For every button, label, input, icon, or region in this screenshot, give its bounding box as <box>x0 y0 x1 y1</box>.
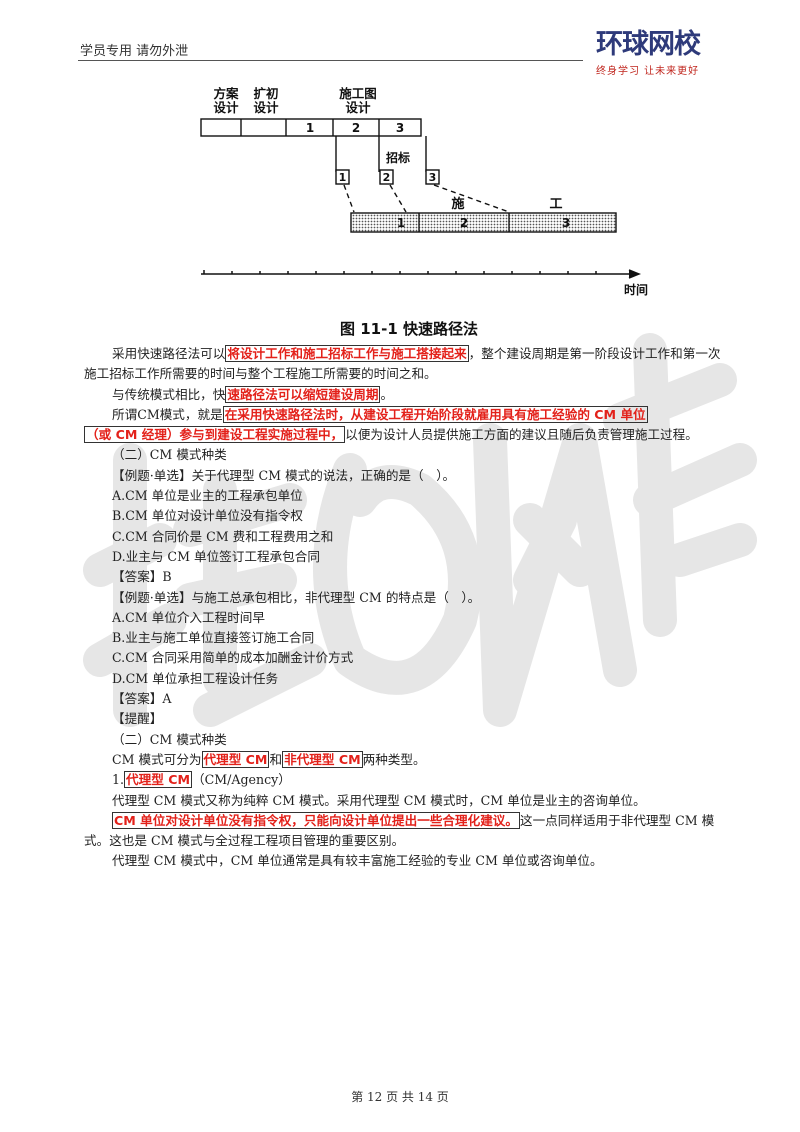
paragraph-cm-definition: 所谓CM模式，就是在采用快速路径法时，从建设工程开始阶段就雇用具有施工经验的 C… <box>84 405 698 444</box>
tender-label: 招标 <box>386 150 410 165</box>
tender-line-3 <box>433 184 510 213</box>
section-heading-cm-types: （二）CM 模式种类 <box>112 447 227 463</box>
fast-track-diagram: 方案设计 扩初设计 施工图设计 1 2 3 招标 1 2 3 施 工 <box>200 86 648 297</box>
question-2-option-c: C.CM 合同采用简单的成本加酬金计价方式 <box>112 650 354 666</box>
tender-box-3 <box>425 169 440 185</box>
highlight-cm-definition-1: 在采用快速路径法时，从建设工程开始阶段就雇用具有施工经验的 CM 单位 <box>222 405 648 423</box>
construction-seg-2: 2 <box>460 216 468 230</box>
highlight-agency-cm: 代理型 CM <box>201 750 270 768</box>
construction-char-2: 工 <box>549 197 562 212</box>
header-rule <box>78 60 583 61</box>
tender-box-2-label: 2 <box>383 171 391 184</box>
tender-box-1 <box>335 169 350 185</box>
highlight-cm-definition-2: （或 CM 经理）参与到建设工程实施过程中， <box>84 426 346 444</box>
tender-box-1-label: 1 <box>339 171 347 184</box>
paragraph-no-command-right: CM 单位对设计单位没有指令权，只能向设计单位提出一些合理化建议。这一点同样适用… <box>84 811 715 849</box>
label-construction-drawing-design: 施工图设计 <box>339 86 377 115</box>
label-preliminary-design: 扩初设计 <box>253 86 279 115</box>
design-seg-2: 2 <box>352 121 360 135</box>
page-number: 第 12 页 共 14 页 <box>351 1090 449 1104</box>
paragraph-comparison: 与传统模式相比，快速路径法可以缩短建设周期。 <box>112 385 394 403</box>
highlight-no-command-right: CM 单位对设计单位没有指令权，只能向设计单位提出一些合理化建议。 <box>112 811 520 829</box>
question-1-option-a: A.CM 单位是业主的工程承包单位 <box>112 488 303 504</box>
question-2-stem: 【例题·单选】与施工总承包相比，非代理型 CM 的特点是（ ）。 <box>112 589 481 605</box>
design-bar <box>200 118 422 137</box>
header-confidential-note: 学员专用 请勿外泄 <box>80 44 189 59</box>
construction-char-1: 施 <box>451 196 464 212</box>
question-2-option-a: A.CM 单位介入工程时间早 <box>112 609 265 625</box>
question-2-option-d: D.CM 单位承担工程设计任务 <box>112 670 279 686</box>
design-seg-1: 1 <box>306 121 314 135</box>
question-2-answer: 【答案】A <box>112 691 172 707</box>
question-1-option-c: C.CM 合同价是 CM 费和工程费用之和 <box>112 528 334 544</box>
design-seg-3: 3 <box>396 121 404 135</box>
question-1-option-d: D.业主与 CM 单位签订工程承包合同 <box>112 548 320 564</box>
subheading-agency-cm: 1.代理型 CM（CM/Agency） <box>112 771 291 789</box>
tender-box-2 <box>379 169 394 185</box>
highlight-non-agency-cm: 非代理型 CM <box>282 750 363 768</box>
time-axis-label: 时间 <box>624 282 648 297</box>
paragraph-fast-track: 采用快速路径法可以将设计工作和施工招标工作与施工搭接起来，整个建设周期是第一阶段… <box>84 345 721 382</box>
page-content: 采用快速路径法可以将设计工作和施工招标工作与施工搭接起来，整个建设周期是第一阶段… <box>84 344 724 872</box>
tender-line-2 <box>389 184 407 213</box>
label-scheme-line1: 方案 <box>213 86 239 101</box>
tender-line-1 <box>343 184 355 213</box>
reminder-label: 【提醒】 <box>112 711 163 727</box>
tender-box-3-label: 3 <box>429 171 437 184</box>
question-2-option-b: B.业主与施工单位直接签订施工合同 <box>112 630 315 646</box>
logo-wordmark: 环球网校 <box>596 29 701 60</box>
label-scheme-design: 方案设计 <box>213 86 239 115</box>
construction-seg-1: 1 <box>397 216 405 230</box>
paragraph-cm-unit-experience: 代理型 CM 模式中，CM 单位通常是具有较丰富施工经验的专业 CM 单位或咨询… <box>112 853 603 869</box>
logo-slogan: 终身学习 让未来更好 <box>596 66 700 77</box>
highlight-agency-cm-heading: 代理型 CM <box>124 771 192 789</box>
question-1-stem: 【例题·单选】关于代理型 CM 模式的说法，正确的是（ ）。 <box>112 467 456 483</box>
section-heading-cm-types-2: （二）CM 模式种类 <box>112 731 227 747</box>
construction-bar <box>350 212 617 233</box>
highlight-shorten-period: 速路径法可以缩短建设周期 <box>225 385 381 403</box>
question-1-answer: 【答案】B <box>112 569 172 585</box>
figure-caption: 图 11-1 快速路径法 <box>340 320 478 338</box>
paragraph-agency-cm: 代理型 CM 模式又称为纯粹 CM 模式。采用代理型 CM 模式时，CM 单位是… <box>112 792 646 808</box>
question-1-option-b: B.CM 单位对设计单位没有指令权 <box>112 508 303 524</box>
brand-logo: 环球网校 终身学习 让未来更好 <box>596 30 736 80</box>
construction-seg-3: 3 <box>562 216 570 230</box>
highlight-overlap: 将设计工作和施工招标工作与施工搭接起来 <box>225 345 469 362</box>
